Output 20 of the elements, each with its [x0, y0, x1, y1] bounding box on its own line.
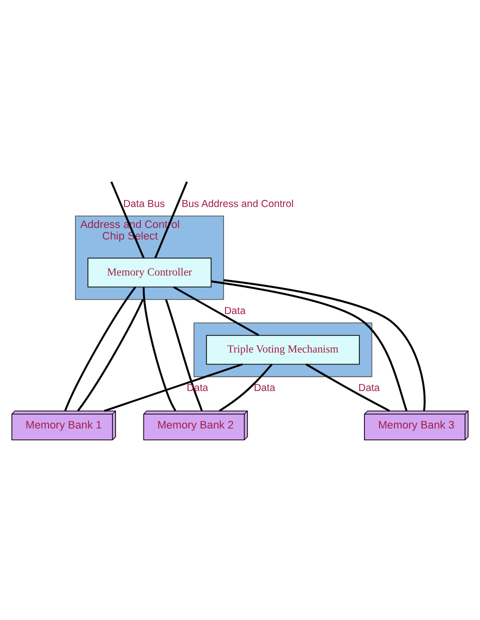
connector: [142, 286, 176, 411]
edge-label: Data: [358, 382, 380, 394]
connector: [104, 362, 243, 412]
edge-label: Data: [254, 382, 276, 394]
connector: [211, 280, 408, 411]
edge-label: Bus Address and Control: [182, 198, 294, 210]
connector: [64, 286, 136, 411]
connector: [224, 278, 426, 410]
node-box: Memory Controller: [88, 257, 212, 287]
edge-label: Data Bus: [123, 198, 165, 210]
connector: [110, 180, 145, 258]
connector: [77, 298, 144, 411]
connector: [154, 180, 188, 258]
cluster: [194, 322, 372, 377]
connector: [218, 363, 273, 412]
connector: [173, 286, 260, 336]
connector: [165, 298, 203, 411]
edge-label: Data: [224, 305, 246, 316]
connector: [306, 362, 390, 412]
node-box: Triple Voting Mechanism: [206, 334, 360, 364]
